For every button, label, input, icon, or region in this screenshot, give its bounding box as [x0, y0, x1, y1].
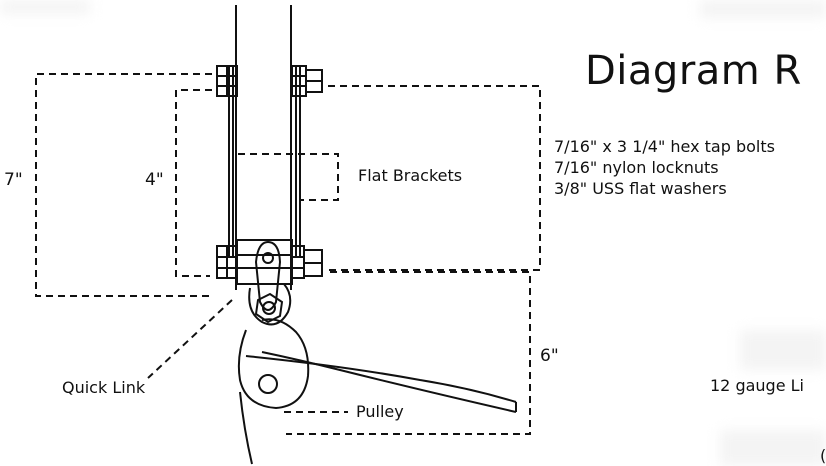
- dim-4in-box: [175, 89, 212, 277]
- bottom-bolt-assembly: [216, 239, 323, 285]
- top-right-bolt: [291, 65, 323, 97]
- top-left-bolt: [216, 65, 238, 97]
- dimension-7-label: 7": [4, 170, 23, 190]
- edge-artifact: [0, 0, 90, 14]
- edge-artifact: [700, 0, 826, 18]
- hardware-spec-list: 7/16" x 3 1/4" hex tap bolts 7/16" nylon…: [554, 136, 775, 199]
- pulley-label: Pulley: [356, 402, 404, 421]
- edge-artifact: [740, 330, 826, 370]
- spec-item: 7/16" x 3 1/4" hex tap bolts: [554, 137, 775, 156]
- dim-6in-box: [286, 271, 531, 435]
- line-gauge-label: 12 gauge Li: [710, 376, 804, 395]
- dimension-4-label: 4": [145, 170, 164, 190]
- bracket-box: [328, 85, 541, 271]
- diagram-title: Diagram R: [585, 48, 802, 94]
- spec-item: 3/8" USS flat washers: [554, 179, 727, 198]
- pulley-shape: [237, 318, 517, 465]
- quick-link-label: Quick Link: [62, 378, 146, 397]
- quick-link-shape: [248, 240, 292, 326]
- flat-brackets-label: Flat Brackets: [358, 166, 463, 185]
- flat-brackets-box: [238, 153, 339, 201]
- quick-link-leader: [147, 299, 233, 379]
- edge-artifact: [720, 430, 826, 466]
- dim-7in-box: [35, 73, 212, 297]
- spec-item: 7/16" nylon locknuts: [554, 158, 719, 177]
- dimension-6-label: 6": [540, 346, 559, 366]
- cut-off-char: (: [820, 446, 826, 465]
